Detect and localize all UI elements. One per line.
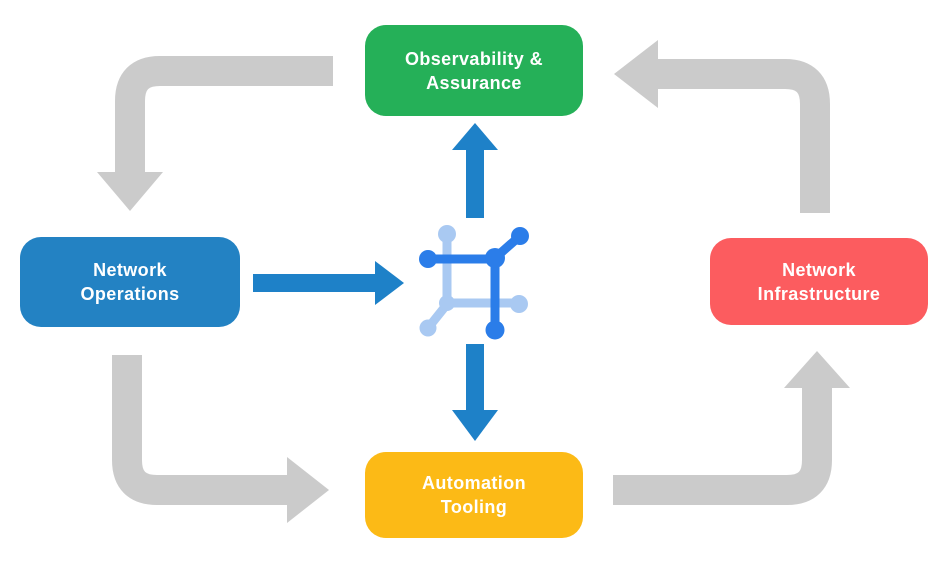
node-label: Network Infrastructure — [758, 258, 881, 306]
node-label: Observability & Assurance — [405, 47, 543, 95]
arrowhead-right-icon — [375, 261, 404, 305]
node-label: Network Operations — [80, 258, 179, 306]
arrow-shaft — [115, 56, 333, 173]
arrowhead-left-icon — [614, 40, 658, 108]
node-label-line: Network — [93, 260, 167, 280]
arrow-shaft — [613, 387, 832, 505]
arrowhead-up-icon — [784, 351, 850, 388]
arrow-operations-to-center — [253, 261, 404, 305]
node-label-line: Operations — [80, 284, 180, 304]
arrow-observability-to-operations — [97, 56, 333, 211]
network-mesh-icon — [419, 225, 529, 340]
node-label-line: Assurance — [426, 72, 522, 93]
node-automation-tooling: Automation Tooling — [365, 452, 583, 538]
arrowhead-down-icon — [97, 172, 163, 211]
arrow-shaft — [657, 59, 830, 213]
arrow-operations-to-automation — [112, 355, 329, 523]
node-label-line: Automation — [422, 473, 526, 493]
node-label-line: Observability & — [404, 48, 544, 69]
arrowhead-down-icon — [452, 410, 498, 441]
node-label-line: Tooling — [440, 497, 508, 517]
node-label: Automation Tooling — [422, 471, 526, 519]
arrow-center-to-observability — [452, 123, 498, 218]
arrow-center-to-automation — [452, 344, 498, 441]
node-network-infrastructure: Network Infrastructure — [710, 238, 928, 325]
node-network-operations: Network Operations — [20, 237, 240, 327]
arrowhead-right-icon — [287, 457, 329, 523]
arrow-infrastructure-to-observability — [614, 40, 830, 213]
node-label-line: Infrastructure — [757, 283, 881, 304]
node-label-line: Network — [782, 259, 856, 280]
arrow-automation-to-infrastructure — [613, 351, 850, 505]
arrowhead-up-icon — [452, 123, 498, 150]
node-observability-assurance: Observability & Assurance — [365, 25, 583, 116]
arrow-shaft — [112, 355, 288, 505]
